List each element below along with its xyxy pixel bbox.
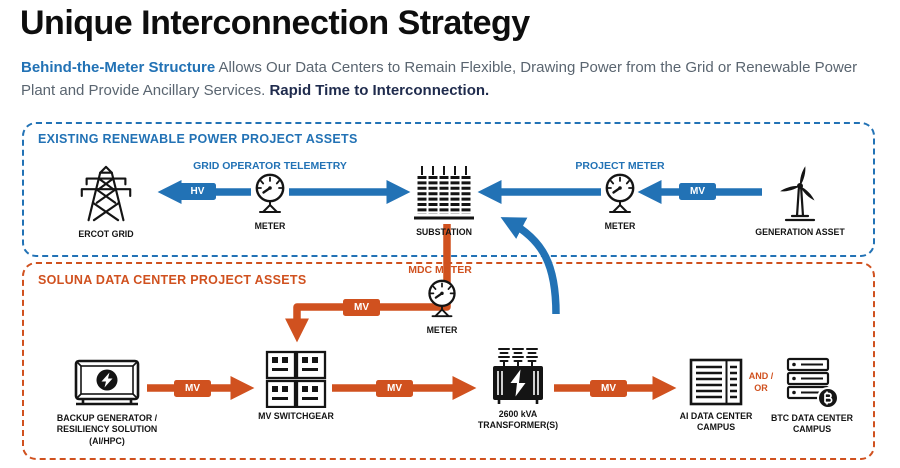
soluna-assets-title: SOLUNA DATA CENTER PROJECT ASSETS (38, 273, 307, 287)
mv-badge-mdc: MV (343, 299, 380, 316)
mv-switchgear-label: MV SWITCHGEAR (258, 411, 334, 421)
project-meter-label: PROJECT METER (575, 160, 665, 172)
node-ai-data-center: AI DATA CENTER CAMPUS (673, 358, 759, 434)
ai-data-center-label: AI DATA CENTER CAMPUS (679, 411, 753, 433)
meter-left-label: METER (254, 221, 286, 231)
node-generation-asset: GENERATION ASSET (752, 162, 848, 238)
node-transformer: 2600 kVA TRANSFORMER(S) (476, 346, 560, 432)
meter-icon (605, 173, 635, 213)
mdc-meter-label: MDC METER (408, 264, 472, 276)
mv-badge-generation: MV (679, 183, 716, 200)
node-btc-data-center: BTC DATA CENTER CAMPUS (769, 356, 855, 436)
mv-badge-3: MV (590, 380, 627, 397)
substation-label: SUBSTATION (416, 227, 472, 237)
generation-asset-label: GENERATION ASSET (755, 227, 845, 237)
meter-icon (255, 173, 285, 213)
grid-operator-telemetry-label: GRID OPERATOR TELEMETRY (193, 160, 347, 172)
node-substation: SUBSTATION (412, 164, 476, 238)
mv-badge-2: MV (376, 380, 413, 397)
transformer-icon (493, 348, 543, 404)
page-title: Unique Interconnection Strategy (20, 4, 530, 42)
transmission-tower-icon (80, 165, 132, 222)
substation-icon (414, 166, 474, 220)
mdc-meter-sublabel: METER (426, 325, 458, 335)
node-meter-right: METER (590, 172, 650, 232)
existing-assets-title: EXISTING RENEWABLE POWER PROJECT ASSETS (38, 132, 358, 146)
subtitle-period: . (485, 82, 490, 100)
hv-badge: HV (179, 183, 216, 200)
ai-data-center-icon (689, 358, 743, 406)
node-ercot-grid: ERCOT GRID (60, 164, 152, 240)
switchgear-icon (265, 350, 327, 408)
meter-icon (428, 279, 456, 318)
ercot-grid-label: ERCOT GRID (78, 229, 134, 239)
backup-generator-label: BACKUP GENERATOR / RESILIENCY SOLUTION (… (56, 413, 158, 446)
btc-data-center-label: BTC DATA CENTER CAMPUS (771, 413, 853, 435)
subtitle-body: Allows Our Data Centers to Remain Flexib… (21, 59, 858, 100)
subtitle-highlight: Behind-the-Meter Structure (21, 59, 216, 76)
node-meter-left: METER (240, 172, 300, 232)
subtitle-emphasis: Rapid Time to Interconnection (269, 82, 486, 100)
node-mv-switchgear: MV SWITCHGEAR (251, 350, 341, 422)
node-mdc-meter: METER (420, 278, 464, 336)
wind-turbine-icon (780, 166, 816, 222)
node-backup-generator: BACKUP GENERATOR / RESILIENCY SOLUTION (… (55, 352, 159, 447)
backup-generator-icon (74, 359, 140, 406)
mv-badge-1: MV (174, 380, 211, 397)
meter-right-label: METER (604, 221, 636, 231)
transformer-label: 2600 kVA TRANSFORMER(S) (477, 409, 559, 431)
btc-data-center-icon (786, 357, 839, 409)
page-subtitle: Behind-the-Meter Structure Allows Our Da… (21, 56, 859, 103)
and-or-label: AND / OR (748, 371, 774, 394)
